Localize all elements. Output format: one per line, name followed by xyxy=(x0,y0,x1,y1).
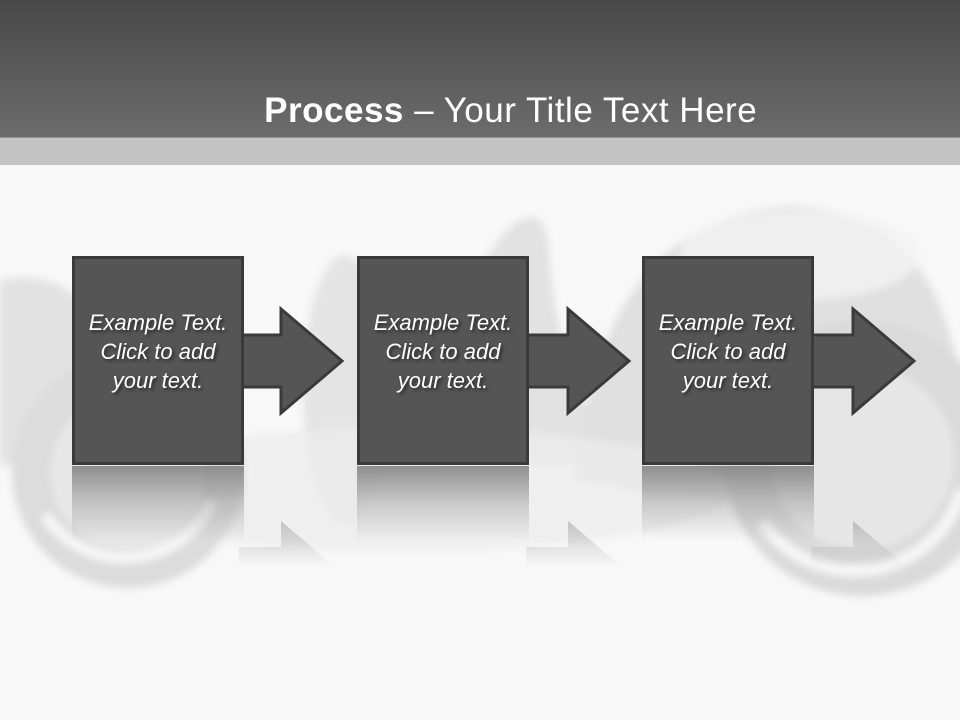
title-placeholder-text: – Your Title Text Here xyxy=(403,91,758,130)
step3-text-line3: your text. xyxy=(682,368,774,393)
step3-reflection xyxy=(642,466,814,548)
step1-reflection xyxy=(72,466,244,548)
slide-title: Process – Your Title Text Here xyxy=(0,54,960,168)
step1-text-line2: Click to add xyxy=(100,339,216,364)
step2-reflection xyxy=(357,466,529,548)
step1-text-line1: Example Text. xyxy=(88,310,228,335)
arrow1-reflection xyxy=(239,521,342,625)
header-accent-strip xyxy=(0,137,960,165)
process-step-2[interactable]: Example Text. Click to add your text. xyxy=(357,256,529,465)
arrow-right-3 xyxy=(811,306,917,416)
arrow3-reflection xyxy=(811,521,914,625)
arrow2-reflection xyxy=(526,521,629,625)
step2-text-line1: Example Text. xyxy=(373,310,513,335)
process-step-3[interactable]: Example Text. Click to add your text. xyxy=(642,256,814,465)
step3-text-line2: Click to add xyxy=(670,339,786,364)
process-step-1[interactable]: Example Text. Click to add your text. xyxy=(72,256,244,465)
title-band: Process – Your Title Text Here xyxy=(0,0,960,137)
step3-text-line1: Example Text. xyxy=(658,310,798,335)
step2-text-line3: your text. xyxy=(397,368,489,393)
step1-text-line3: your text. xyxy=(112,368,204,393)
arrow-right-2 xyxy=(526,306,632,416)
step2-text-line2: Click to add xyxy=(385,339,501,364)
arrow-right-1 xyxy=(239,306,345,416)
title-keyword: Process xyxy=(264,91,404,130)
